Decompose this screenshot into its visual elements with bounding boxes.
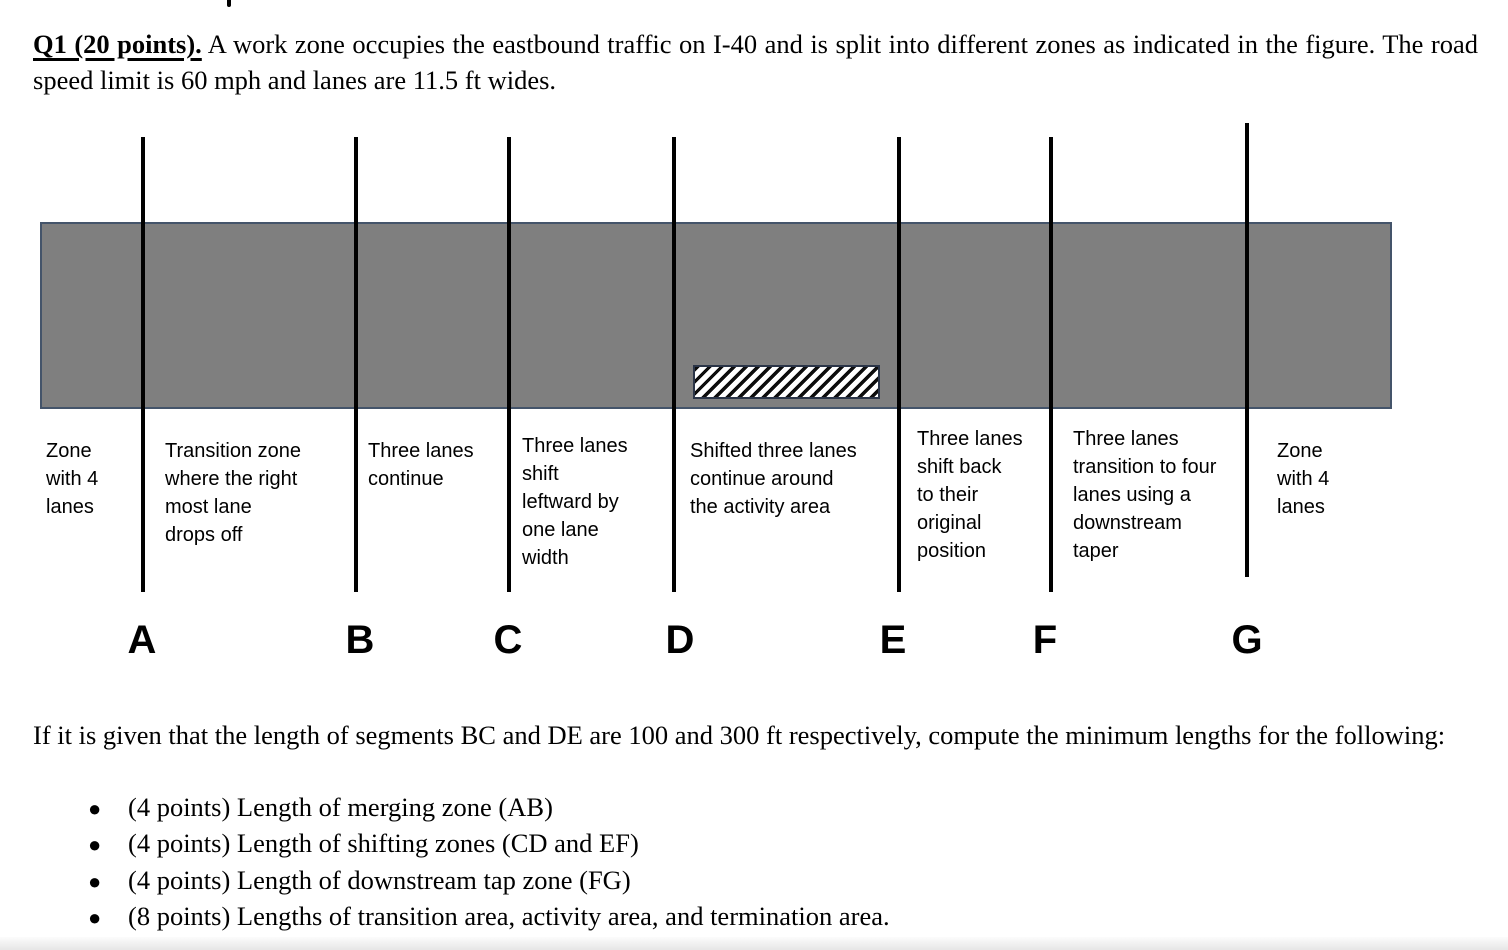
boundary-label-c: C bbox=[493, 618, 523, 662]
boundary-label-f: F bbox=[1032, 618, 1058, 662]
zone-boundary-line-c bbox=[507, 137, 511, 592]
bullet-icon: ● bbox=[88, 905, 102, 931]
boundary-label-a: A bbox=[127, 618, 157, 662]
bullet-item: ● (4 points) Length of shifting zones (C… bbox=[88, 826, 1468, 862]
bullet-text: (4 points) Length of downstream tap zone… bbox=[128, 864, 631, 895]
bullet-item: ● (4 points) Length of merging zone (AB) bbox=[88, 790, 1468, 826]
bullet-text: (4 points) Length of merging zone (AB) bbox=[128, 792, 553, 822]
boundary-label-e: E bbox=[879, 618, 907, 662]
bullet-item: ● (8 points) Lengths of transition area,… bbox=[88, 899, 1468, 935]
zone-desc-left-end: Zone with 4 lanes bbox=[46, 440, 99, 518]
page-bottom-edge bbox=[0, 937, 1508, 950]
zone-boundary-line-g bbox=[1245, 123, 1249, 577]
question-text: A work zone occupies the eastbound traff… bbox=[33, 29, 1478, 95]
question-paragraph: Q1 (20 points). A work zone occupies the… bbox=[33, 27, 1478, 98]
boundary-label-g: G bbox=[1231, 618, 1263, 662]
bullet-icon: ● bbox=[88, 796, 102, 821]
bullet-icon: ● bbox=[88, 868, 102, 894]
zone-desc-continue: Three lanes continue bbox=[368, 440, 474, 490]
bullet-text: (4 points) Length of shifting zones (CD … bbox=[128, 828, 639, 859]
zone-boundary-line-b bbox=[354, 137, 358, 592]
zone-desc-shifted: Shifted three lanes continue around the … bbox=[690, 440, 857, 518]
zone-boundary-line-d bbox=[672, 137, 676, 592]
boundary-label-b: B bbox=[345, 618, 375, 662]
zone-desc-right-end: Zone with 4 lanes bbox=[1277, 440, 1330, 518]
zone-desc-downstream: Three lanes transition to four lanes usi… bbox=[1073, 428, 1217, 562]
bullet-icon: ● bbox=[88, 832, 102, 858]
question-label: Q1 (20 points). bbox=[33, 29, 202, 59]
zone-boundary-line-a bbox=[141, 137, 145, 592]
bullet-list: ● (4 points) Length of merging zone (AB)… bbox=[88, 790, 1468, 936]
bullet-text: (8 points) Lengths of transition area, a… bbox=[128, 901, 890, 932]
bullet-item: ● (4 points) Length of downstream tap zo… bbox=[88, 863, 1468, 899]
zone-desc-shift-left: Three lanes shift leftward by one lane w… bbox=[522, 435, 628, 569]
cropped-text-fragment bbox=[227, 0, 231, 7]
followup-paragraph: If it is given that the length of segmen… bbox=[33, 720, 1446, 750]
boundary-label-d: D bbox=[665, 618, 695, 662]
zone-boundary-line-e bbox=[897, 137, 901, 592]
zone-boundary-line-f bbox=[1049, 137, 1053, 592]
activity-area-hatch bbox=[693, 365, 880, 399]
zone-desc-shift-back: Three lanes shift back to their original… bbox=[917, 428, 1023, 562]
zone-desc-transition: Transition zone where the right most lan… bbox=[165, 440, 301, 546]
